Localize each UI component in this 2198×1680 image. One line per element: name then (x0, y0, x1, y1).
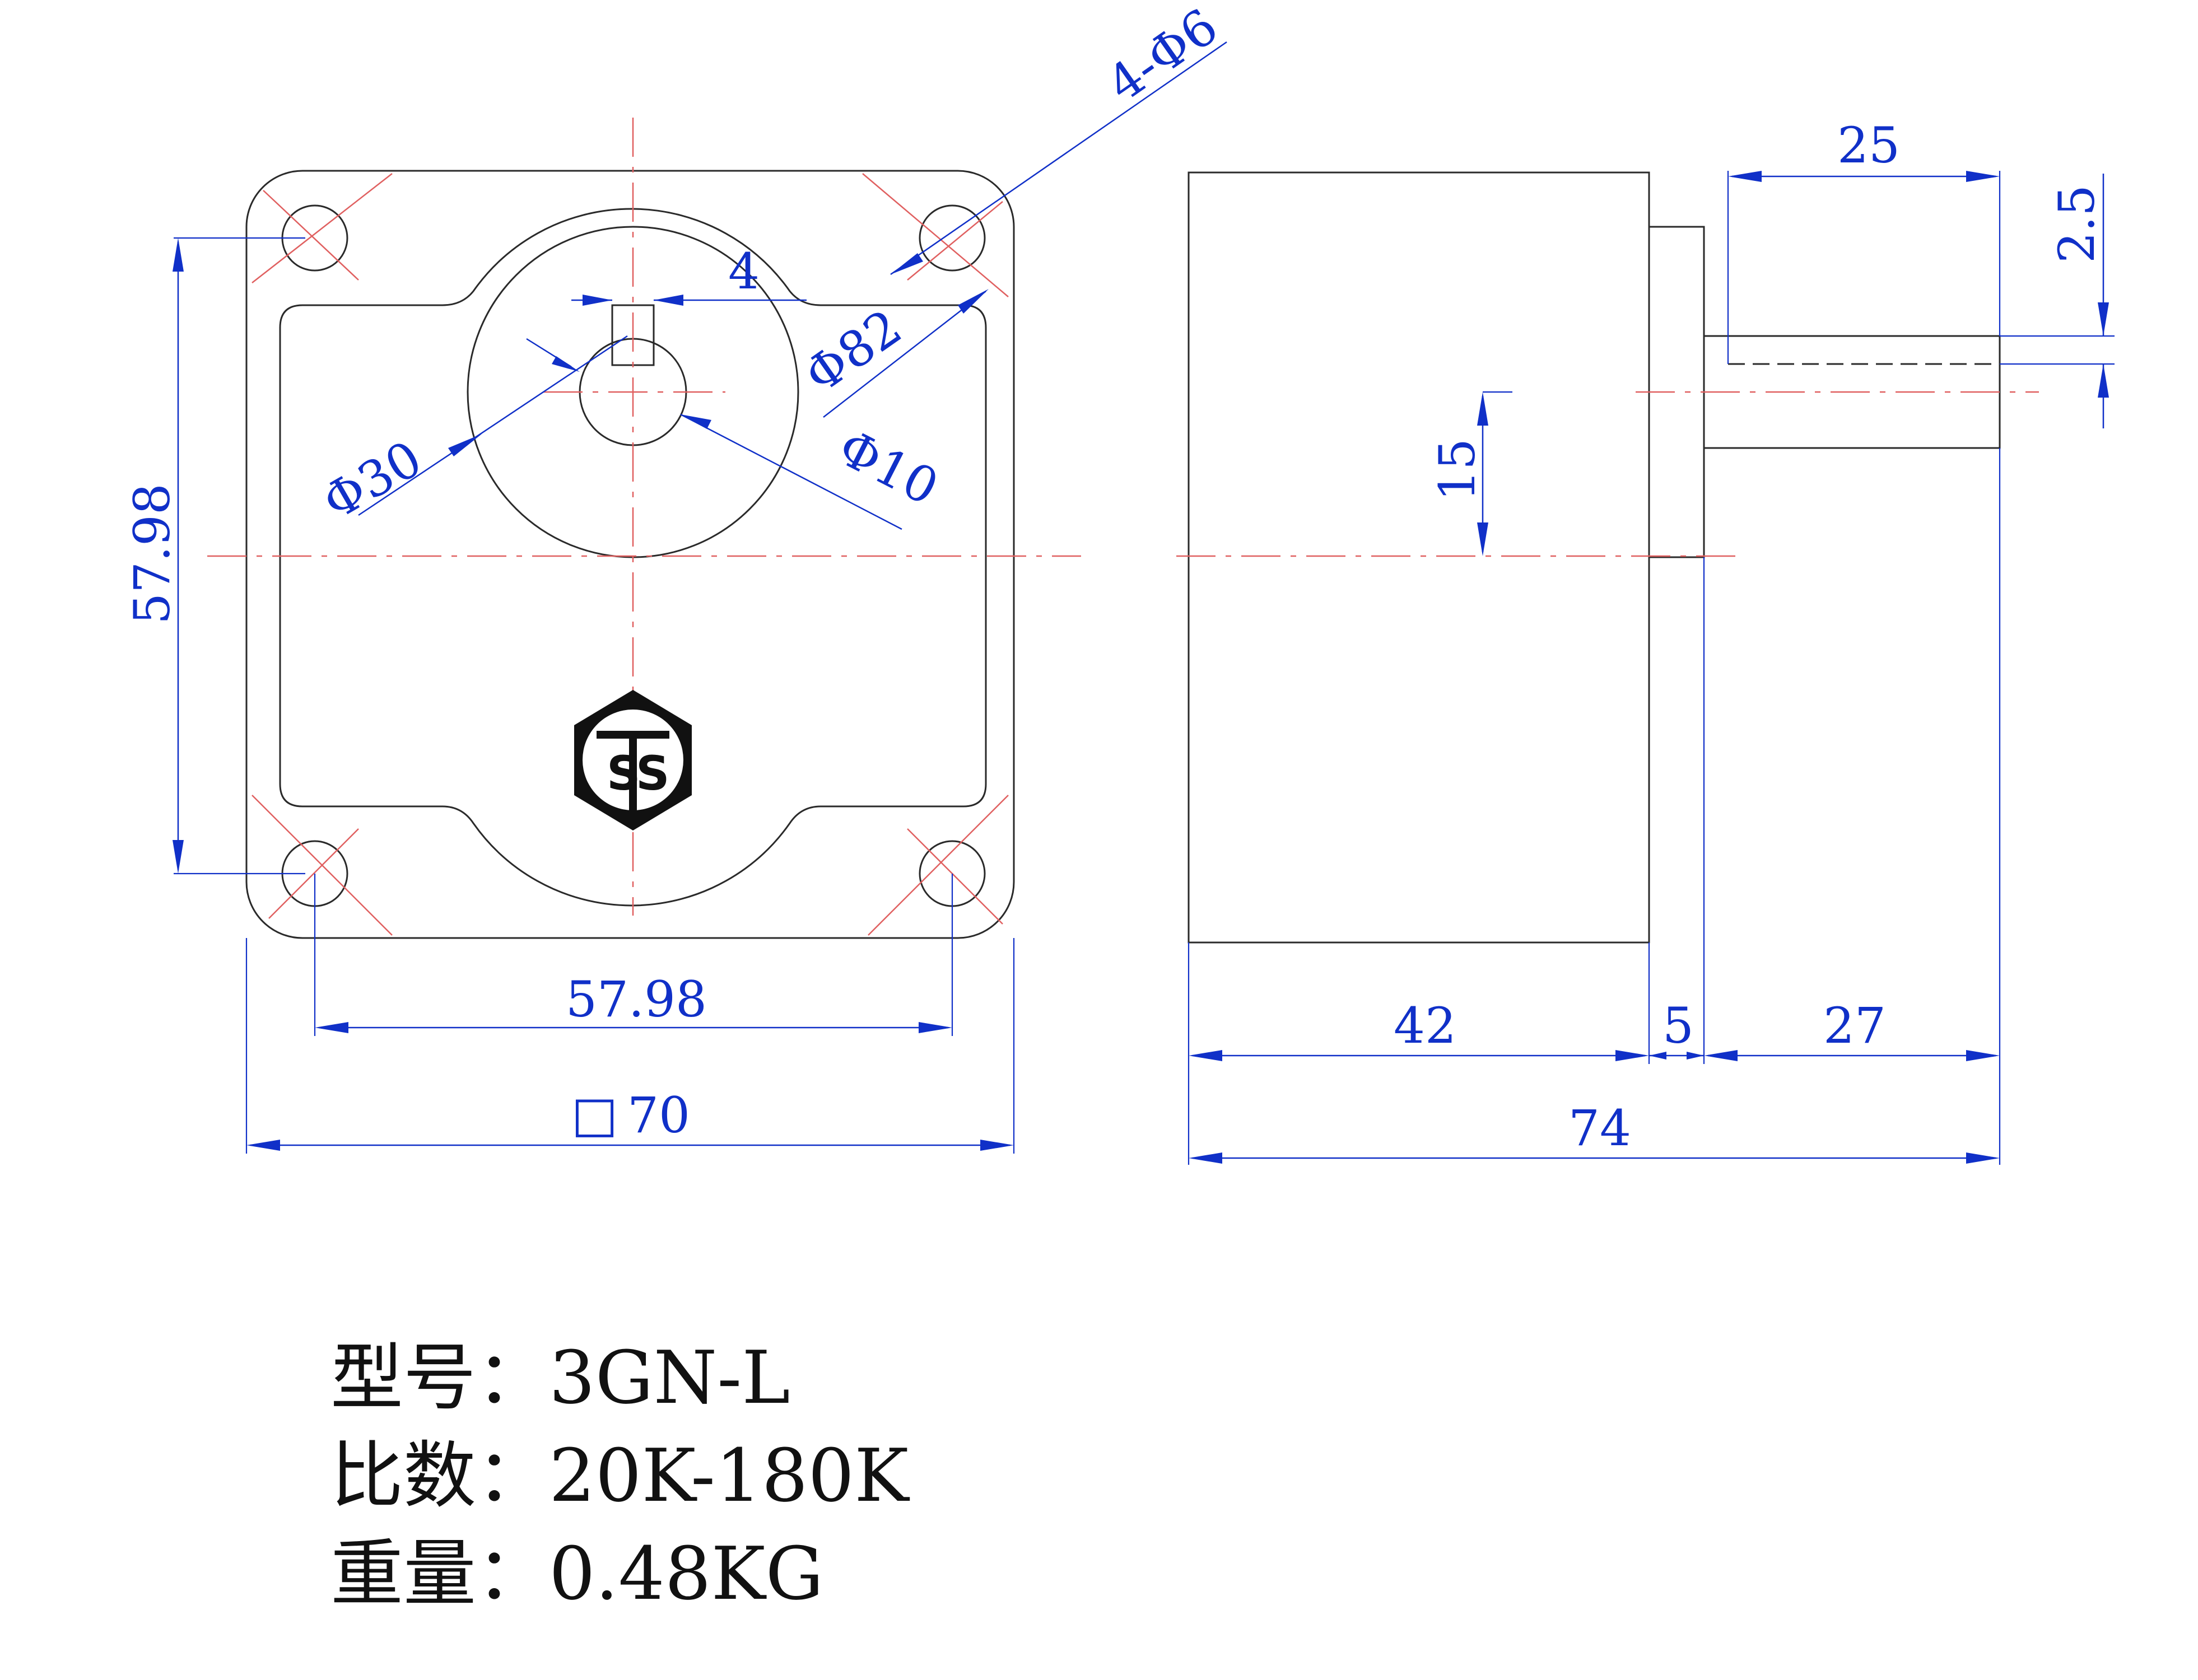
dim-text-hole-spacing-v: 57.98 (123, 483, 181, 624)
svg-text:S: S (636, 746, 670, 801)
spec-ratio: 比数：20K-180K (330, 1439, 909, 1512)
spec-weight: 重量：0.48KG (330, 1537, 823, 1610)
gearbox-inner-outline (279, 208, 987, 907)
dim-text-holes: 4-Φ6 (1097, 0, 1228, 113)
dim-text-shaft: Φ10 (829, 418, 947, 516)
dim-text-square-prefix: □ (571, 1085, 618, 1143)
dim-pcd: Φ82 (794, 289, 989, 418)
dim-text-overall-length: 74 (1568, 1099, 1631, 1157)
dim-key-width: 4 (571, 242, 807, 306)
spec-model-label: 型号： (330, 1335, 550, 1420)
dim-hole-spacing-horizontal: 57.98 (314, 874, 953, 1036)
spec-model: 型号：3GN-L (330, 1341, 790, 1414)
dim-text-pcd: Φ82 (794, 298, 912, 404)
spec-weight-label: 重量： (330, 1531, 550, 1616)
dim-text-flange-length: 5 (1663, 997, 1694, 1054)
flange-outline (245, 170, 1015, 939)
dim-text-shaft-length: 25 (1837, 116, 1900, 174)
svg-text:S: S (607, 746, 641, 801)
mount-hole-tr (919, 204, 986, 272)
dim-text-shaft-offset: 15 (1428, 438, 1486, 501)
motor-body (1188, 171, 1650, 944)
spec-ratio-label: 比数： (330, 1433, 550, 1518)
dim-text-key: 4 (728, 242, 760, 300)
dim-overall-length: 74 (1189, 1099, 2000, 1164)
hole-centerlines (252, 173, 1009, 936)
dim-hole-diameter: 4-Φ6 (890, 0, 1228, 276)
dim-text-square-size: 70 (627, 1086, 690, 1144)
dim-shaft-length: 25 (1727, 116, 2001, 364)
dim-shaft-offset: 15 (1428, 391, 1512, 556)
sts-logo: S S (574, 690, 692, 830)
dim-text-flat-depth: 2.5 (2048, 185, 2106, 263)
dim-flat-depth: 2.5 (2000, 174, 2115, 428)
dim-shaft-total: 27 (1704, 997, 2000, 1061)
dim-square-size: □ 70 (245, 938, 1015, 1154)
side-view: 25 2.5 15 42 (1176, 116, 2115, 1165)
dim-text-boss: Φ30 (313, 430, 431, 531)
dim-text-shaft-total: 27 (1823, 997, 1886, 1054)
dim-shaft-diameter: Φ10 (680, 413, 947, 530)
dim-body-length: 42 (1189, 997, 1649, 1061)
dim-flange-length: 5 (1649, 997, 1704, 1060)
spec-weight-value: 0.48KG (549, 1531, 824, 1616)
spec-ratio-value: 20K-180K (549, 1433, 909, 1518)
dim-text-hole-spacing-h: 57.98 (566, 970, 707, 1028)
dim-hole-spacing-vertical: 57.98 (123, 237, 305, 875)
spec-model-value: 3GN-L (549, 1335, 790, 1420)
front-view: S S 57.98 57.98 □ (123, 0, 1228, 1154)
dim-text-body-length: 42 (1394, 997, 1456, 1054)
